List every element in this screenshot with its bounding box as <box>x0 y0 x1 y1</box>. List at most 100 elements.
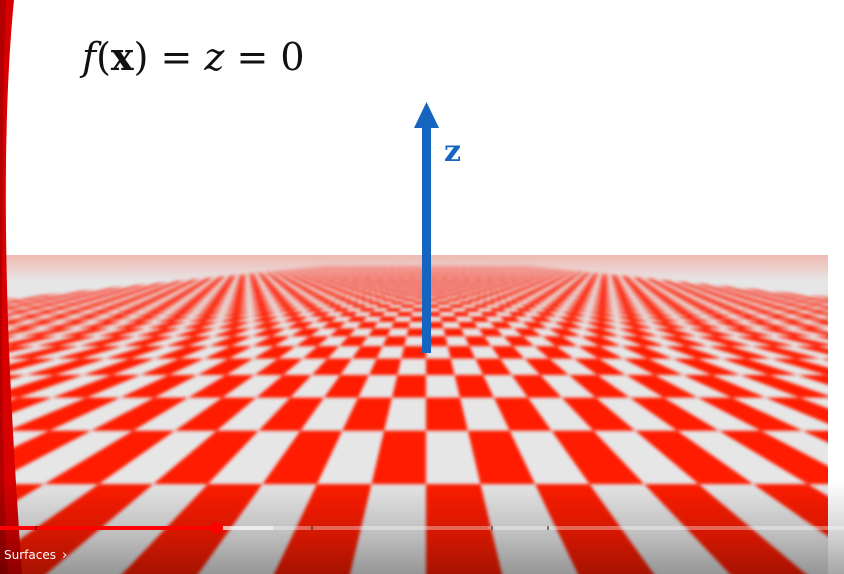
checker-tile <box>719 430 828 485</box>
checker-tile <box>305 283 317 285</box>
checker-tile <box>446 283 455 285</box>
checker-tile <box>234 281 248 283</box>
checker-tile <box>571 298 592 302</box>
checker-tile <box>197 280 211 282</box>
checker-tile <box>705 294 731 297</box>
checker-tile <box>518 282 529 284</box>
checker-tile <box>79 336 136 347</box>
checker-tile <box>440 316 458 322</box>
checker-tile <box>566 286 581 288</box>
checker-tile <box>342 292 356 295</box>
checker-tile <box>503 301 521 305</box>
checker-tile <box>535 484 654 574</box>
checker-tile <box>155 292 178 295</box>
checker-tile <box>534 296 551 299</box>
checker-tile <box>319 283 331 285</box>
checker-tile <box>82 296 112 299</box>
checker-tile <box>616 316 649 322</box>
checker-tile <box>665 283 683 285</box>
checker-tile <box>568 375 630 398</box>
checker-tile <box>32 294 63 297</box>
checker-tile <box>802 430 828 443</box>
checker-tile <box>768 301 803 305</box>
chapter-title-button[interactable]: Surfaces › <box>4 544 67 566</box>
scrubber-handle[interactable] <box>210 522 223 534</box>
checker-tile <box>511 284 523 287</box>
checker-tile <box>103 287 125 289</box>
checker-tile <box>94 298 125 302</box>
checker-tile <box>406 328 426 337</box>
checker-tile <box>131 301 161 305</box>
checker-tile <box>111 294 137 297</box>
checker-tile <box>250 316 280 322</box>
checker-tile <box>178 301 206 305</box>
checker-tile <box>403 298 416 302</box>
checker-tile <box>548 328 581 337</box>
checker-tile <box>500 294 515 297</box>
checker-tile <box>563 288 579 291</box>
checker-tile <box>473 304 489 308</box>
checker-tile <box>308 294 324 297</box>
checker-tile <box>813 336 828 340</box>
checker-tile <box>487 283 498 285</box>
checker-tile <box>628 290 648 293</box>
checker-tile <box>634 298 658 302</box>
checker-tile <box>478 282 488 284</box>
checker-tile <box>289 282 301 284</box>
checker-tile <box>411 284 419 287</box>
checker-tile <box>219 283 235 285</box>
checker-tile <box>62 292 90 295</box>
progress-bar[interactable] <box>0 522 844 534</box>
checker-tile <box>325 286 338 288</box>
checker-tile <box>251 328 287 337</box>
checker-tile <box>340 281 350 283</box>
checker-tile <box>254 358 303 375</box>
checker-tile <box>214 288 233 291</box>
checker-tile <box>525 284 538 287</box>
chevron-right-icon: › <box>61 547 68 563</box>
checker-tile <box>231 288 249 291</box>
checker-tile <box>567 304 590 308</box>
checker-tile <box>123 316 163 322</box>
checker-tile <box>271 298 291 302</box>
checker-tile <box>183 298 208 302</box>
checker-tile <box>482 294 495 297</box>
checker-tile <box>155 316 192 322</box>
checker-tile <box>327 281 337 283</box>
checker-tile <box>195 281 210 283</box>
checker-tile <box>755 304 791 308</box>
checker-tile <box>387 286 397 288</box>
checker-tile <box>723 311 763 317</box>
checker-tile <box>668 294 692 297</box>
checker-tile <box>571 282 584 284</box>
checker-tile <box>398 292 409 295</box>
checker-tile <box>230 290 249 293</box>
checker-tile <box>248 283 262 285</box>
checker-tile <box>521 321 549 329</box>
checker-tile <box>493 290 506 293</box>
checker-tile <box>649 321 689 329</box>
checker-tile <box>679 283 697 285</box>
checker-tile <box>184 280 199 282</box>
checker-tile <box>374 296 387 299</box>
checker-tile <box>174 284 192 287</box>
checker-tile <box>491 346 525 359</box>
checker-tile <box>83 358 155 375</box>
checker-tile <box>145 296 171 299</box>
checker-tile <box>379 281 388 283</box>
checker-tile <box>470 281 479 283</box>
checker-tile <box>141 307 175 312</box>
checker-tile <box>277 307 301 312</box>
checker-tile <box>446 298 460 302</box>
checker-tile <box>253 346 296 359</box>
surface-equation: f(x) = z = 0 <box>79 34 305 79</box>
checker-tile <box>544 290 559 293</box>
checker-tile <box>249 304 274 308</box>
checker-tile <box>155 286 175 288</box>
checker-tile <box>809 296 828 299</box>
checker-tile <box>534 311 558 317</box>
checker-tile <box>576 292 594 295</box>
checker-tile <box>638 283 654 285</box>
checker-tile <box>696 311 734 317</box>
